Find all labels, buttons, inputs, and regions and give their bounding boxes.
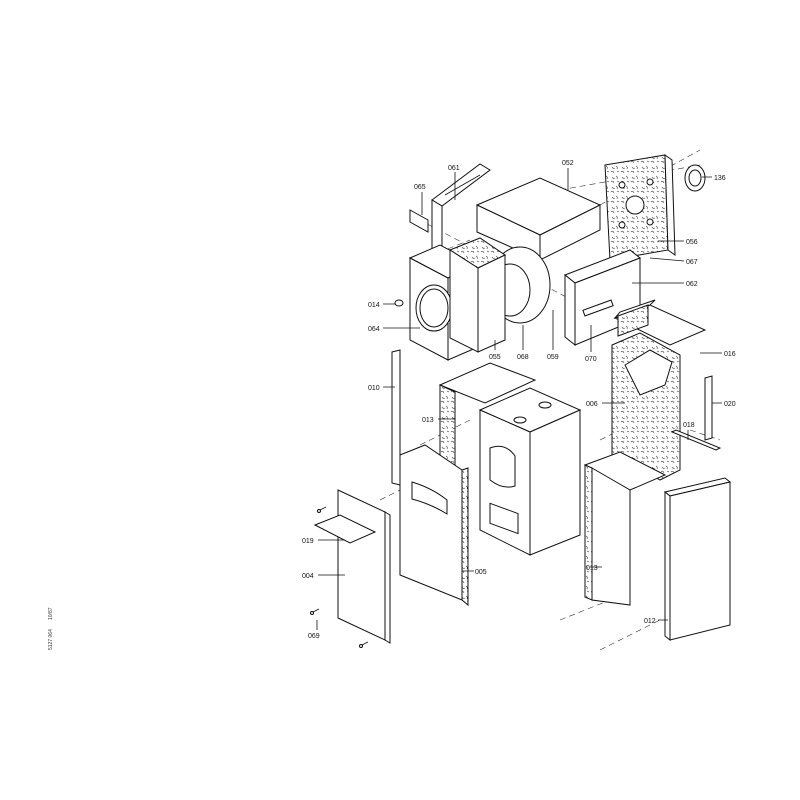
part-136-ring bbox=[684, 164, 706, 192]
screw-icons bbox=[310, 506, 369, 648]
label-013-left: 013 bbox=[422, 417, 434, 424]
label-068: 068 bbox=[517, 354, 529, 361]
part-052-cover bbox=[475, 177, 602, 261]
label-059: 059 bbox=[547, 354, 559, 361]
label-069: 069 bbox=[308, 633, 320, 640]
document-code: 5127 064 10/87 bbox=[48, 607, 54, 650]
part-013-insulation-right bbox=[583, 451, 667, 606]
label-004: 004 bbox=[302, 573, 314, 580]
label-062: 062 bbox=[686, 281, 698, 288]
label-006: 006 bbox=[586, 401, 598, 408]
label-016: 016 bbox=[724, 351, 736, 358]
part-020-strip bbox=[704, 375, 713, 441]
label-012: 012 bbox=[644, 618, 656, 625]
part-055-insulation bbox=[448, 237, 506, 353]
label-014: 014 bbox=[368, 302, 380, 309]
label-018: 018 bbox=[683, 422, 695, 429]
label-136: 136 bbox=[714, 175, 726, 182]
part-065-clip bbox=[409, 209, 429, 233]
label-061: 061 bbox=[448, 165, 460, 172]
part-005-front-panel bbox=[399, 444, 469, 607]
label-067: 067 bbox=[686, 259, 698, 266]
part-010-strip bbox=[391, 349, 401, 486]
label-065: 065 bbox=[414, 184, 426, 191]
part-labels: 061 065 052 136 056 067 062 014 064 055 … bbox=[302, 160, 736, 640]
label-052: 052 bbox=[562, 160, 574, 167]
part-018-rail bbox=[670, 429, 722, 451]
document-number: 5127 064 bbox=[48, 629, 54, 650]
label-010: 010 bbox=[368, 385, 380, 392]
part-004-front-plate bbox=[313, 489, 391, 644]
label-070: 070 bbox=[585, 356, 597, 363]
part-016-duct bbox=[613, 299, 707, 346]
part-056-insulation-plate bbox=[604, 154, 676, 261]
part-boiler-body bbox=[478, 387, 582, 556]
label-013-right: 013 bbox=[586, 565, 598, 572]
part-014-plug bbox=[394, 299, 404, 307]
part-019-shelf bbox=[313, 514, 377, 544]
label-020: 020 bbox=[724, 401, 736, 408]
part-012-casing bbox=[663, 477, 732, 642]
label-055: 055 bbox=[489, 354, 501, 361]
document-date: 10/87 bbox=[48, 607, 54, 620]
leader-lines bbox=[316, 168, 722, 630]
label-056: 056 bbox=[686, 239, 698, 246]
label-019: 019 bbox=[302, 538, 314, 545]
label-005: 005 bbox=[475, 569, 487, 576]
label-064: 064 bbox=[368, 326, 380, 333]
